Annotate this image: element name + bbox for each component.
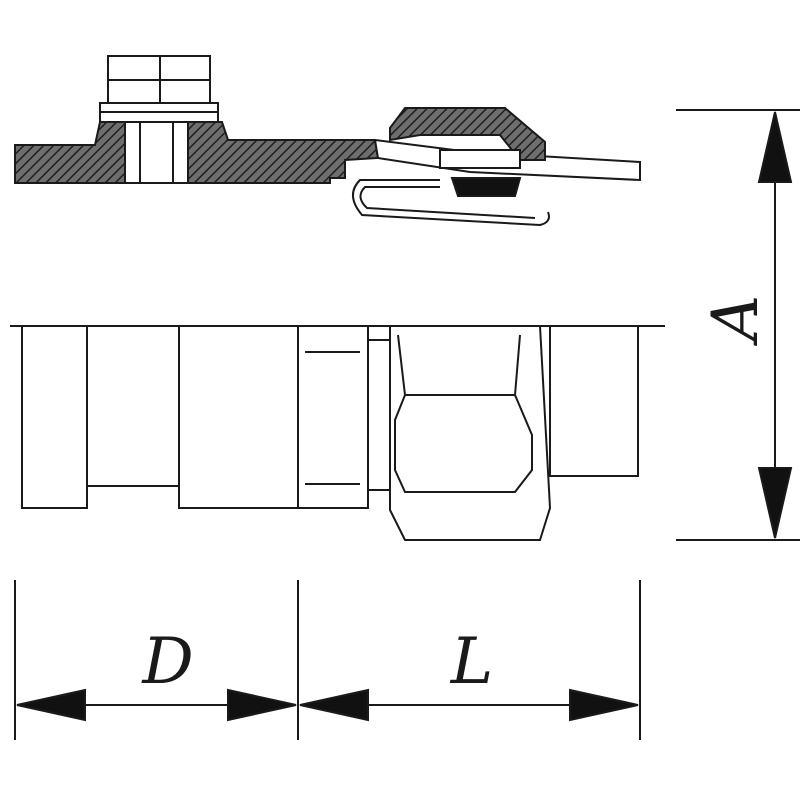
front-view [10, 325, 665, 541]
dim-label-d: D [141, 625, 193, 699]
hex-nut-edge [397, 334, 406, 396]
section-view [14, 55, 641, 227]
base-plate-right [187, 121, 380, 184]
neck [367, 339, 391, 491]
dim-label-l: L [450, 625, 494, 699]
base-plate-left [14, 121, 126, 184]
cable-core [450, 177, 522, 197]
spring-clip [352, 179, 550, 227]
body-segment-2 [86, 325, 180, 487]
spring-clip-inner [359, 186, 536, 219]
clip-cap [389, 107, 546, 161]
body-end [549, 325, 639, 477]
dim-a-arrow-top [757, 111, 793, 183]
dim-a-arrow-bottom [757, 467, 793, 539]
hex-nut-face [394, 394, 533, 493]
dim-l-arrow-left [299, 688, 369, 722]
hex-nut-edge [514, 334, 521, 396]
clip-insert [439, 149, 521, 169]
dim-label-a: A [699, 295, 773, 346]
dim-d-arrow-left [16, 688, 86, 722]
hex-segment [297, 325, 369, 509]
body-segment-3 [178, 325, 299, 509]
dimensions [14, 109, 800, 740]
bolt-sleeve [124, 121, 189, 184]
dim-d-arrow-right [227, 688, 297, 722]
body-segment-1 [21, 325, 88, 509]
dim-l-arrow-right [569, 688, 639, 722]
